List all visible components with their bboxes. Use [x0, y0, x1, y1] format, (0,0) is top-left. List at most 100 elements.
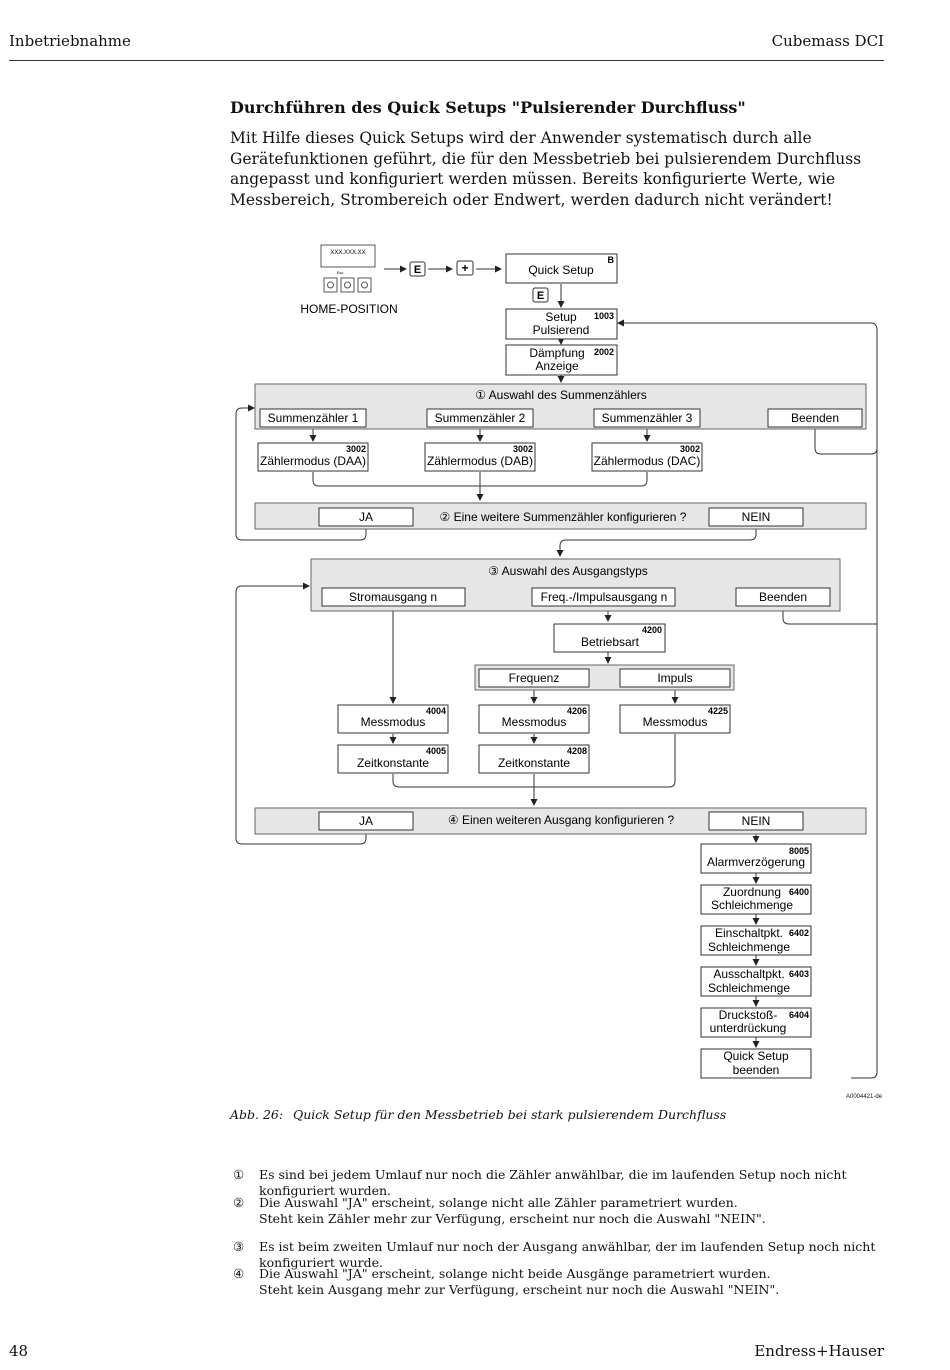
box-einschaltpunkt: 6402 Einschaltpkt. Schleichmenge — [700, 925, 812, 956]
device-display-icon: XXX.XXX.XX Esc — [320, 244, 376, 293]
box-quick-setup: Quick Setup B — [505, 253, 618, 284]
svg-text:Schleichmenge: Schleichmenge — [708, 981, 790, 995]
svg-text:Pulsierend: Pulsierend — [533, 323, 590, 337]
svg-text:Alarmverzögerung: Alarmverzögerung — [707, 855, 805, 869]
group-weiteren-ausgang: JA ④ Einen weiteren Ausgang konfiguriere… — [254, 807, 867, 835]
intro-paragraph: Mit Hilfe dieses Quick Setups wird der A… — [230, 129, 862, 209]
box-quick-setup-beenden: Quick Setup beenden — [700, 1048, 812, 1079]
home-position-label: HOME-POSITION — [300, 302, 397, 316]
group-frequenz-impuls: Frequenz Impuls — [474, 664, 735, 691]
svg-text:4208: 4208 — [567, 746, 587, 756]
footnote-3: ③ Es ist beim zweiten Umlauf nur noch de… — [233, 1239, 876, 1270]
svg-text:E: E — [414, 264, 421, 276]
group-weitere-summenzaehler: JA ② Eine weitere Summenzähler konfiguri… — [254, 502, 867, 530]
svg-text:Dämpfung: Dämpfung — [529, 346, 584, 360]
opt-frequenz: Frequenz — [509, 671, 560, 685]
svg-text:6403: 6403 — [789, 969, 809, 979]
group-summenzaehler-auswahl: ① Auswahl des Summenzählers Summenzähler… — [254, 383, 867, 430]
q2-text: ② Eine weitere Summenzähler konfiguriere… — [440, 510, 687, 524]
svg-text:unterdrückung: unterdrückung — [710, 1021, 787, 1035]
svg-text:Setup: Setup — [545, 310, 577, 324]
opt-summenzaehler-3: Summenzähler 3 — [602, 411, 693, 425]
svg-text:Schleichmenge: Schleichmenge — [708, 940, 790, 954]
header-rule — [9, 60, 884, 61]
running-header-left: Inbetriebnahme — [9, 32, 131, 50]
box-zaehlermodus-dab: 3002 Zählermodus (DAB) — [424, 442, 536, 472]
box-messmodus-4004: 4004 Messmodus — [337, 704, 449, 734]
display-text: XXX.XXX.XX — [330, 250, 365, 256]
svg-text:① Auswahl des Summenzählers: ① Auswahl des Summenzählers — [475, 388, 647, 402]
svg-text:8005: 8005 — [789, 846, 809, 856]
opt-stromausgang: Stromausgang n — [349, 590, 437, 604]
svg-text:Betriebsart: Betriebsart — [581, 635, 640, 649]
box-druckstoss: 6404 Druckstoß- unterdrückung — [700, 1007, 812, 1038]
key-e-icon-2: E — [532, 287, 549, 303]
svg-text:Messmodus: Messmodus — [361, 715, 426, 729]
box-zaehlermodus-dac: 3002 Zählermodus (DAC) — [591, 442, 703, 472]
svg-text:Quick Setup: Quick Setup — [528, 263, 594, 277]
footer-brand: Endress+Hauser — [754, 1342, 884, 1360]
svg-text:Zeitkonstante: Zeitkonstante — [498, 756, 570, 770]
box-zuordnung-schleichmenge: 6400 Zuordnung Schleichmenge — [700, 884, 812, 915]
box-zeitkonstante-4005: 4005 Zeitkonstante — [337, 744, 449, 774]
running-header-right: Cubemass DCI — [771, 32, 884, 50]
box-daempfung-anzeige: Dämpfung Anzeige 2002 — [505, 344, 618, 376]
caption-text: Quick Setup für den Messbetrieb bei star… — [293, 1107, 727, 1122]
opt-summenzaehler-1: Summenzähler 1 — [268, 411, 359, 425]
footnote-1: ① Es sind bei jedem Umlauf nur noch die … — [233, 1167, 847, 1198]
svg-text:+: + — [461, 261, 468, 275]
opt-beenden-1: Beenden — [791, 411, 839, 425]
q4-nein: NEIN — [742, 814, 771, 828]
opt-impuls: Impuls — [657, 671, 692, 685]
svg-text:4005: 4005 — [426, 746, 446, 756]
svg-text:4225: 4225 — [708, 706, 728, 716]
svg-text:Anzeige: Anzeige — [535, 359, 579, 373]
page-number: 48 — [9, 1342, 29, 1360]
svg-text:1003: 1003 — [594, 311, 614, 321]
box-betriebsart: 4200 Betriebsart — [553, 623, 666, 653]
key-e-icon: E — [409, 261, 426, 277]
box-setup-pulsierend: Setup Pulsierend 1003 — [505, 308, 618, 340]
q4-text: ④ Einen weiteren Ausgang konfigurieren ? — [448, 813, 675, 827]
svg-text:3002: 3002 — [346, 444, 366, 454]
footnote-2: ② Die Auswahl "JA" erscheint, solange ni… — [233, 1195, 766, 1226]
svg-text:Einschaltpkt.: Einschaltpkt. — [715, 926, 783, 940]
footnote-4: ④ Die Auswahl "JA" erscheint, solange ni… — [233, 1266, 780, 1297]
svg-text:6404: 6404 — [789, 1010, 809, 1020]
box-zaehlermodus-daa: 3002 Zählermodus (DAA) — [257, 442, 369, 472]
group-ausgangstyp-auswahl: ③ Auswahl des Ausgangstyps Stromausgang … — [310, 558, 841, 612]
svg-text:Zeitkonstante: Zeitkonstante — [357, 756, 429, 770]
box-alarmverzoegerung: 8005 Alarmverzögerung — [700, 843, 812, 874]
svg-text:2002: 2002 — [594, 347, 614, 357]
svg-text:3002: 3002 — [680, 444, 700, 454]
svg-text:Zählermodus (DAA): Zählermodus (DAA) — [260, 454, 366, 468]
svg-text:4200: 4200 — [642, 625, 662, 635]
svg-text:Zuordnung: Zuordnung — [723, 885, 781, 899]
svg-text:Messmodus: Messmodus — [643, 715, 708, 729]
figure-id: A0004421-de — [846, 1094, 883, 1100]
svg-text:6402: 6402 — [789, 928, 809, 938]
box-messmodus-4206: 4206 Messmodus — [478, 704, 590, 734]
q2-nein: NEIN — [742, 510, 771, 524]
box-messmodus-4225: 4225 Messmodus — [619, 704, 731, 734]
q4-ja: JA — [359, 814, 373, 828]
figure-caption: Abb. 26: Quick Setup für den Messbetrieb … — [230, 1107, 726, 1122]
quick-setup-flowchart: XXX.XXX.XX Esc HOME-POSITION E + E Quick… — [235, 244, 878, 1079]
opt-summenzaehler-2: Summenzähler 2 — [435, 411, 526, 425]
svg-text:Druckstoß-: Druckstoß- — [719, 1008, 778, 1022]
svg-text:4206: 4206 — [567, 706, 587, 716]
q2-ja: JA — [359, 510, 373, 524]
svg-text:beenden: beenden — [733, 1063, 780, 1077]
box-zeitkonstante-4208: 4208 Zeitkonstante — [478, 744, 590, 774]
opt-beenden-3: Beenden — [759, 590, 807, 604]
svg-text:3002: 3002 — [513, 444, 533, 454]
svg-text:Zählermodus (DAC): Zählermodus (DAC) — [594, 454, 701, 468]
svg-text:4004: 4004 — [426, 706, 446, 716]
svg-text:③ Auswahl des Ausgangstyps: ③ Auswahl des Ausgangstyps — [488, 564, 648, 578]
caption-label: Abb. 26: — [230, 1107, 284, 1122]
svg-text:Quick Setup: Quick Setup — [723, 1049, 789, 1063]
svg-text:Schleichmenge: Schleichmenge — [711, 898, 793, 912]
svg-text:B: B — [608, 255, 615, 265]
svg-text:Messmodus: Messmodus — [502, 715, 567, 729]
opt-freq-impulsausgang: Freq.-/Impulsausgang n — [541, 590, 668, 604]
